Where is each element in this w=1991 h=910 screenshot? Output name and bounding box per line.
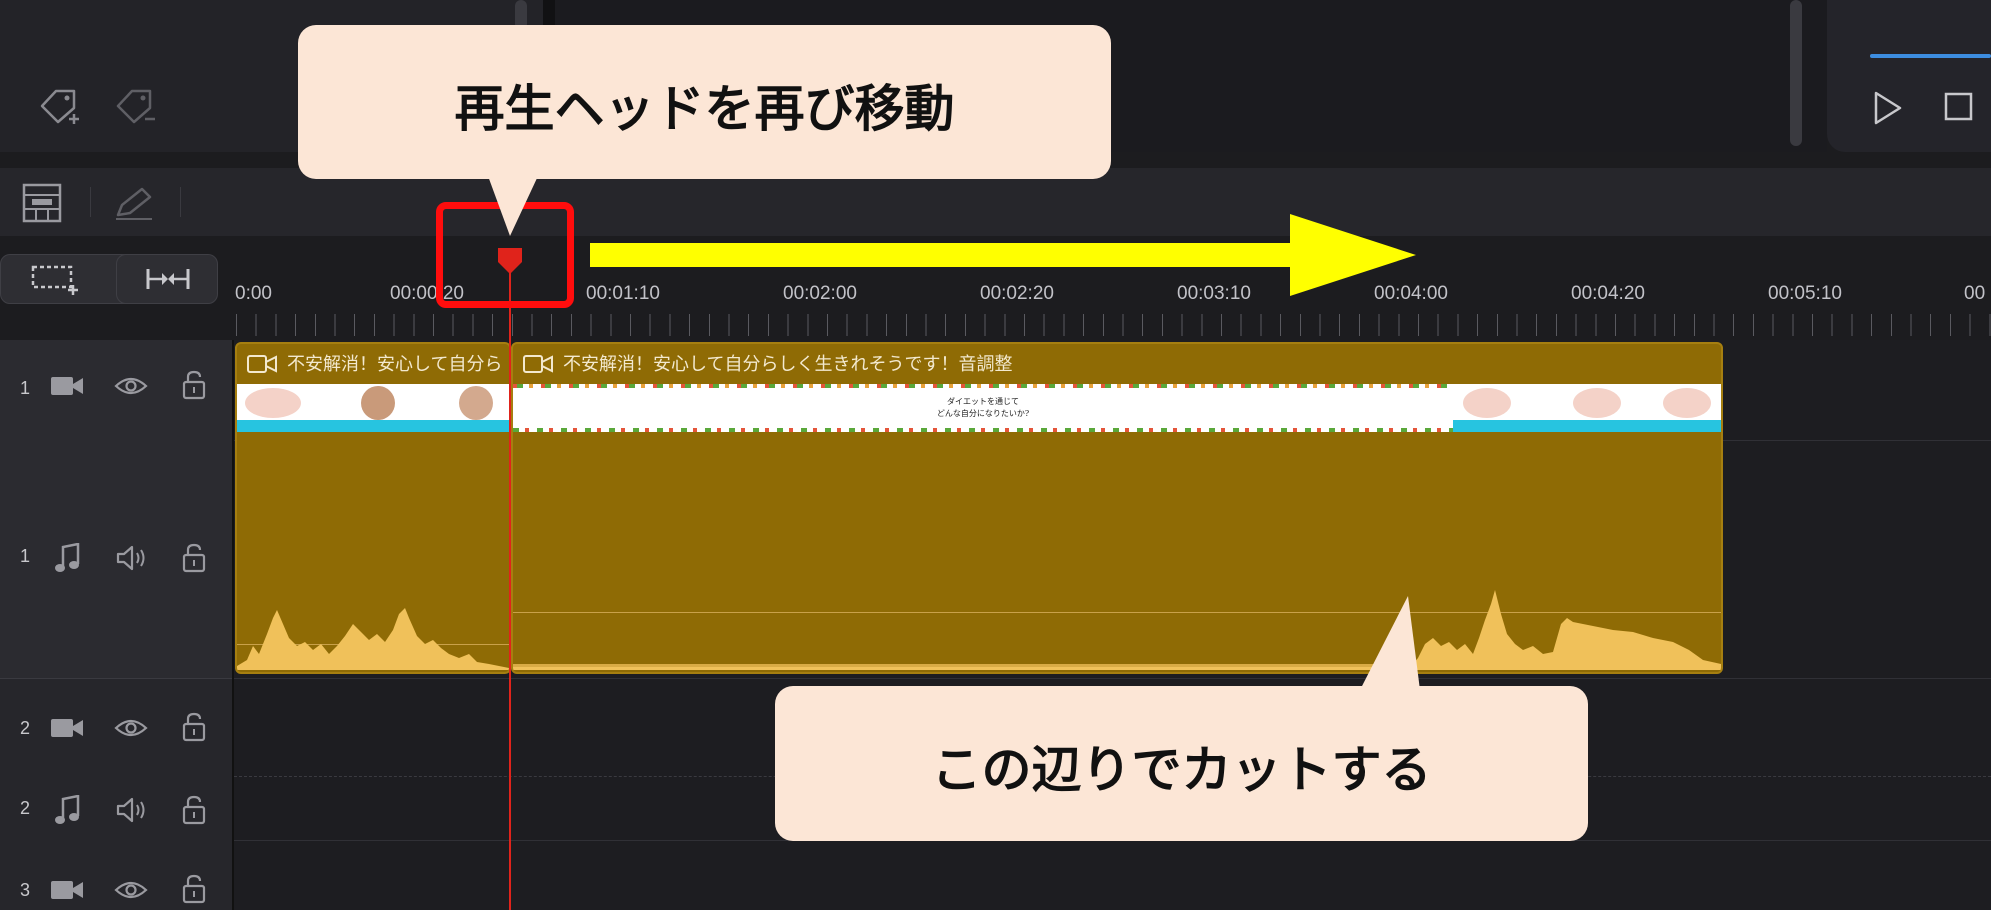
timeline-toolbar (0, 168, 1991, 236)
tick-label: 00:02:20 (980, 283, 1054, 304)
callout-text: この辺りでカットする (931, 740, 1432, 799)
remove-tag-icon[interactable] (114, 86, 160, 130)
video-camera-icon (50, 878, 84, 906)
clip-title: 不安解消！安心して自分ら (287, 354, 503, 375)
tick-label: 00:04:00 (1374, 283, 1448, 304)
thumbnail-caption: どんな自分になりたいか? (513, 408, 1453, 419)
thumbnail-image (1573, 388, 1621, 418)
visibility-eye-icon[interactable] (114, 878, 148, 906)
volume-speaker-icon[interactable] (116, 796, 148, 828)
scrollbar[interactable] (515, 0, 527, 30)
audio-waveform (513, 590, 1721, 670)
thumbnail-band (237, 420, 509, 432)
tick-label: 00:02:00 (783, 283, 857, 304)
visibility-eye-icon[interactable] (114, 716, 148, 744)
track-number: 2 (20, 798, 31, 818)
thumbnail-pattern (513, 428, 1453, 432)
waveform-baseline (513, 664, 1413, 667)
thumbnail-image (1663, 388, 1711, 418)
thumbnail-image (245, 388, 301, 418)
play-icon[interactable] (1872, 90, 1904, 130)
thumbnail-image (1463, 388, 1511, 418)
lock-icon[interactable] (182, 712, 206, 746)
tick-label: 00 (1964, 283, 1986, 304)
video-camera-icon (50, 374, 84, 402)
scrollbar[interactable] (1790, 0, 1802, 146)
volume-line[interactable] (513, 612, 1721, 613)
clip-thumbnails: ダイエットを通じて どんな自分になりたいか? (513, 384, 1721, 432)
thumbnail-pattern (513, 384, 1453, 432)
callout-pointer (1360, 596, 1420, 690)
storyboard-icon[interactable] (22, 183, 62, 227)
tick-label: 00:04:20 (1571, 283, 1645, 304)
track-number: 1 (20, 378, 31, 398)
callout-text: 再生ヘッドを再び移動 (454, 79, 955, 138)
stop-icon[interactable] (1944, 92, 1974, 126)
audio-waveform (237, 608, 509, 670)
callout-top: 再生ヘッドを再び移動 (298, 25, 1111, 179)
video-camera-icon (247, 354, 277, 378)
volume-speaker-icon[interactable] (116, 544, 148, 576)
lock-icon[interactable] (182, 543, 206, 577)
track-number: 2 (20, 718, 31, 738)
snap-button[interactable] (116, 254, 218, 304)
video-clip[interactable]: 不安解消！安心して自分ら (235, 342, 511, 674)
music-note-icon (54, 794, 80, 829)
lock-icon[interactable] (182, 370, 206, 404)
thumbnail-caption-line: ダイエットを通じて (947, 397, 1019, 406)
playback-progress[interactable] (1870, 54, 1991, 58)
lock-icon[interactable] (182, 874, 206, 908)
player-panel (1827, 0, 1991, 152)
tick-label: 00:01:10 (586, 283, 660, 304)
video-clip[interactable]: 不安解消！安心して自分らしく生きれそうです！音調整 ダイエットを通じて どんな自… (511, 342, 1723, 674)
thumbnail-image (361, 386, 395, 420)
ruler-ticks (236, 314, 1991, 336)
video-camera-icon (50, 716, 84, 744)
video-camera-icon (523, 354, 553, 378)
add-tag-icon[interactable] (38, 86, 84, 130)
lock-icon[interactable] (182, 795, 206, 829)
thumbnail-caption: ダイエットを通じて (513, 396, 1453, 407)
playhead-line[interactable] (509, 258, 511, 910)
callout-pointer (488, 176, 538, 236)
tick-label: 00:05:10 (1768, 283, 1842, 304)
callout-bottom: この辺りでカットする (775, 686, 1588, 841)
track-header-audio-1[interactable] (0, 440, 232, 679)
edit-pen-icon[interactable] (112, 185, 156, 225)
toolbar-divider (90, 187, 91, 217)
track-number: 1 (20, 546, 31, 566)
toolbar-divider (180, 187, 181, 217)
clip-thumbnails (237, 384, 509, 432)
tick-label: 0:00 (235, 283, 272, 304)
playhead-handle[interactable] (496, 246, 524, 280)
music-note-icon (54, 542, 80, 577)
visibility-eye-icon[interactable] (114, 374, 148, 402)
clip-title: 不安解消！安心して自分らしく生きれそうです！音調整 (563, 354, 1013, 375)
tick-label: 00:03:10 (1177, 283, 1251, 304)
track-number: 3 (20, 880, 31, 900)
thumbnail-caption-line: どんな自分になりたいか? (936, 409, 1030, 418)
lane-divider (234, 678, 1991, 679)
thumbnail-band (1453, 420, 1721, 432)
direction-arrow (590, 214, 1416, 296)
thumbnail-image (459, 386, 493, 420)
